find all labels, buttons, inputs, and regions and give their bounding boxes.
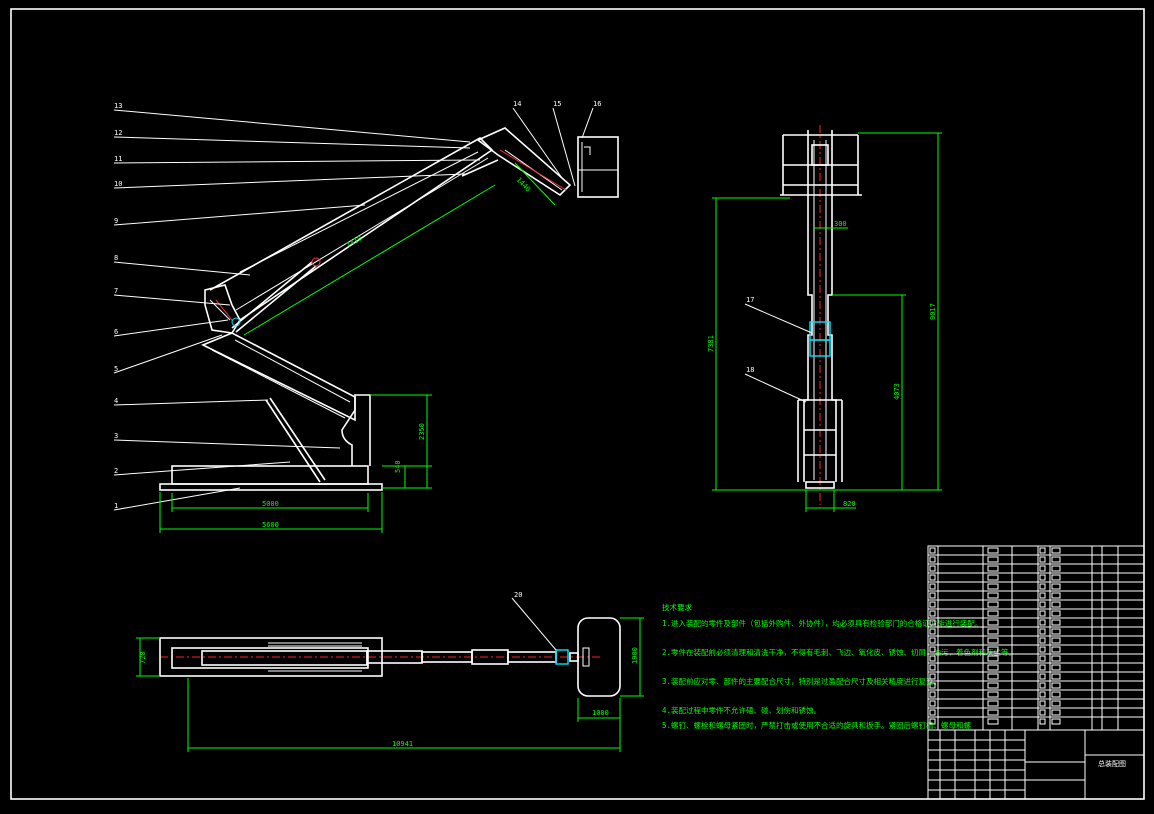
dim-side-mid-height: 7381: [707, 335, 715, 352]
dim-side-lower-height: 4073: [893, 383, 901, 400]
part-label-14: 14: [513, 100, 521, 108]
part-label-9: 9: [114, 217, 118, 225]
part-label-4: 4: [114, 397, 118, 405]
drawing-border: [10, 8, 1145, 800]
dim-base-total: 5600: [262, 521, 279, 529]
part-label-10: 10: [114, 180, 122, 188]
part-label-13: 13: [114, 102, 122, 110]
part-label-15: 15: [553, 100, 561, 108]
plan-view: 20 720 10941 1900 1000: [136, 591, 644, 752]
part-label-8: 8: [114, 254, 118, 262]
dim-side-width: 300: [834, 220, 847, 228]
part-label-16: 16: [593, 100, 601, 108]
part-label-5: 5: [114, 365, 118, 373]
dim-side-base-width: 820: [843, 500, 856, 508]
part-label-11: 11: [114, 155, 122, 163]
bom-table: [927, 545, 1145, 799]
part-label-1: 1: [114, 502, 118, 510]
note-item-1: 1.进入装配的零件及部件（包括外购件、外协件），均必须具有检验部门的合格证方能进…: [662, 618, 982, 628]
side-view: 17 18 300 9017 7381 4073 820: [707, 125, 942, 512]
title-block: 总装配图: [927, 729, 1145, 800]
part-label-6: 6: [114, 328, 118, 336]
part-label-12: 12: [114, 129, 122, 137]
note-item-4: 4.装配过程中零件不允许磕、碰、划伤和锈蚀。: [662, 705, 821, 715]
dim-plan-width: 720: [139, 651, 147, 664]
elevation-view: 13 12 11 10 9 8 7 6 5 4 3 2 1 14 15 16: [113, 100, 619, 533]
technical-notes: 技术要求 1.进入装配的零件及部件（包括外购件、外协件），均必须具有检验部门的合…: [662, 602, 1016, 730]
notes-title: 技术要求: [662, 602, 692, 612]
note-item-5: 5.螺钉、螺栓和螺母紧固时，严禁打击或使用不合适的旋具和扳手。紧固后螺钉槽、螺母…: [662, 720, 972, 730]
part-label-18: 18: [746, 366, 754, 374]
part-label-17: 17: [746, 296, 754, 304]
dim-plan-length: 10941: [392, 740, 413, 748]
dim-side-total-height: 9017: [929, 303, 937, 320]
part-label-7: 7: [114, 287, 118, 295]
part-label-3: 3: [114, 432, 118, 440]
note-item-3: 3.装配前应对零、部件的主要配合尺寸，特别是过盈配合尺寸及相关精度进行复查。: [662, 676, 941, 686]
dim-upper-arm: 7410: [345, 234, 364, 250]
dim-base-length: 5000: [262, 500, 279, 508]
drawing-title: 总装配图: [1098, 759, 1126, 768]
part-label-20: 20: [514, 591, 522, 599]
dim-base-height: 540: [394, 460, 402, 473]
part-label-2: 2: [114, 467, 118, 475]
dim-basket-width: 1900: [631, 647, 639, 664]
note-item-2: 2.零件在装配前必须清理和清洗干净，不得有毛刺、飞边、氧化皮、锈蚀、切屑、油污、…: [662, 647, 1016, 657]
dim-column-height: 2350: [418, 423, 426, 440]
dim-basket-depth: 1000: [592, 709, 609, 717]
